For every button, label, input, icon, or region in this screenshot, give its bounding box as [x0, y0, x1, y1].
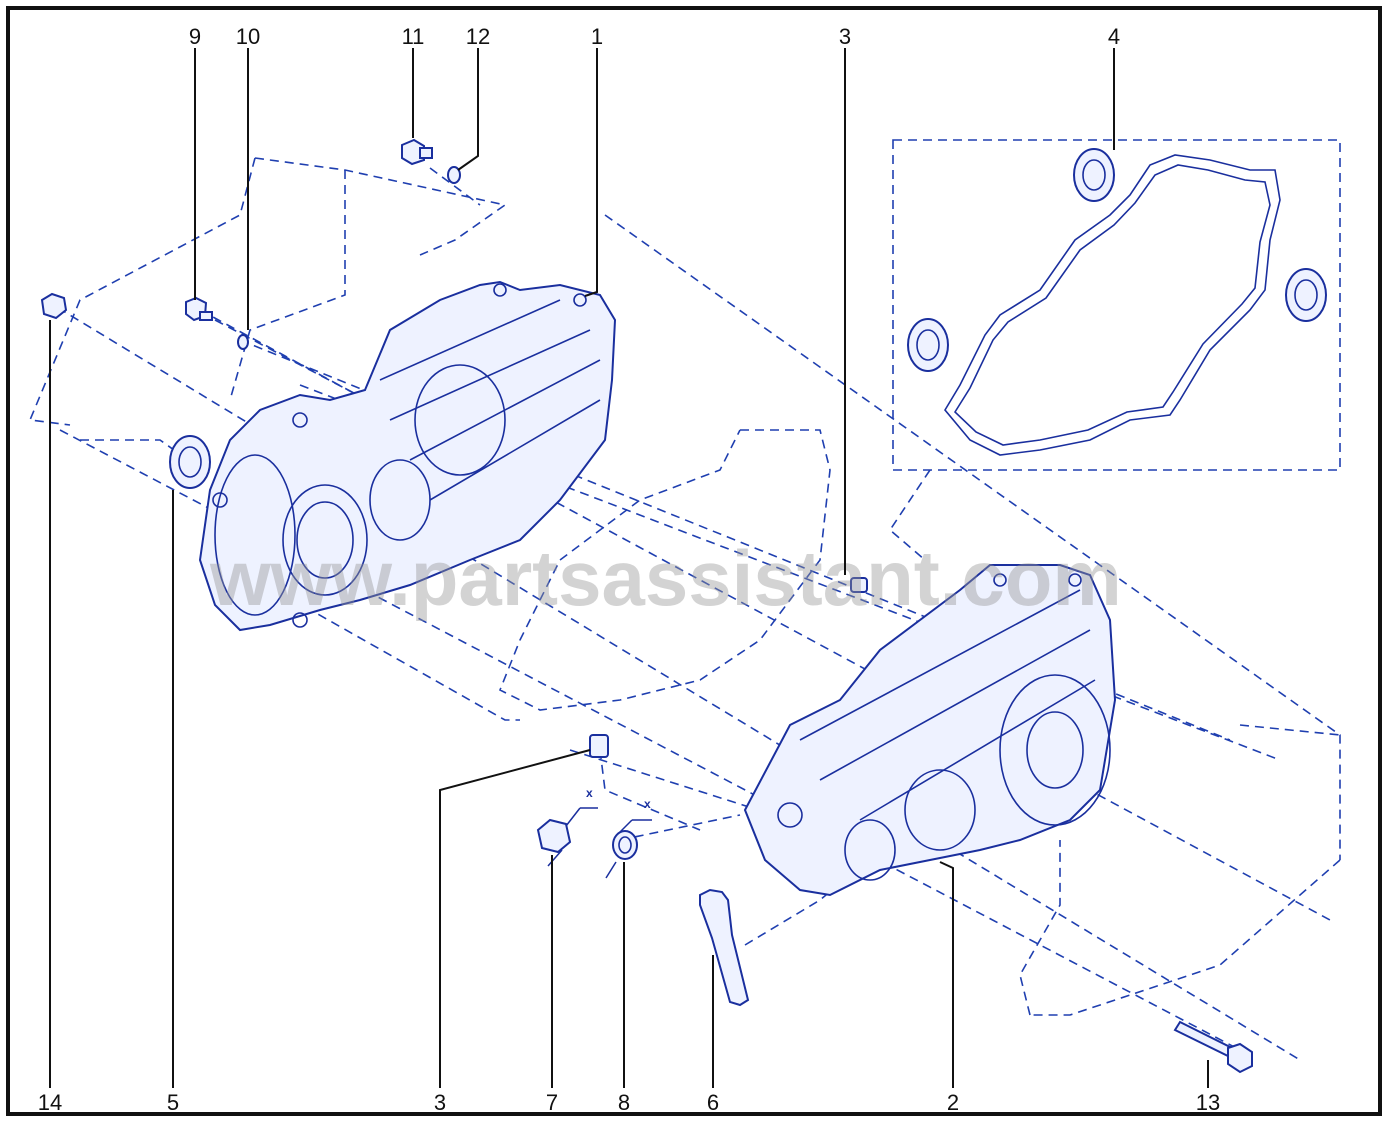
callout-6: 6: [707, 1090, 719, 1115]
callout-12: 12: [466, 24, 490, 49]
small-fasteners: [40, 138, 1253, 1074]
callout-8: 8: [618, 1090, 630, 1115]
callout-7: 7: [546, 1090, 558, 1115]
callout-leader-lines: [49, 48, 1209, 1088]
callout-4: 4: [1108, 24, 1120, 49]
clutch-housing-part-1: [198, 280, 617, 632]
callout-14: 14: [38, 1090, 62, 1115]
torque-mark-x-8: x: [644, 797, 651, 811]
gasket-kit-part-4: [907, 148, 1327, 456]
callout-9: 9: [189, 24, 201, 49]
callout-1: 1: [591, 24, 603, 49]
callout-3-bottom: 3: [434, 1090, 446, 1115]
oil-seal-part-5: [169, 435, 211, 489]
callout-5: 5: [167, 1090, 179, 1115]
callout-10: 10: [236, 24, 260, 49]
callout-2: 2: [947, 1090, 959, 1115]
gasket-kit-inset-box: [892, 139, 1341, 471]
callout-3-top: 3: [839, 24, 851, 49]
watermark-text: www.partsassistant.com: [209, 534, 1122, 622]
callout-13: 13: [1196, 1090, 1220, 1115]
gearbox-housing-part-2: [743, 564, 1117, 897]
callout-labels: 9 10 11 12 1 3 4 14 5 3 7 8 6 2 13: [38, 24, 1220, 1115]
torque-mark-x-7: x: [586, 786, 593, 800]
torque-marks: x x: [547, 786, 652, 879]
callout-11: 11: [402, 24, 425, 49]
